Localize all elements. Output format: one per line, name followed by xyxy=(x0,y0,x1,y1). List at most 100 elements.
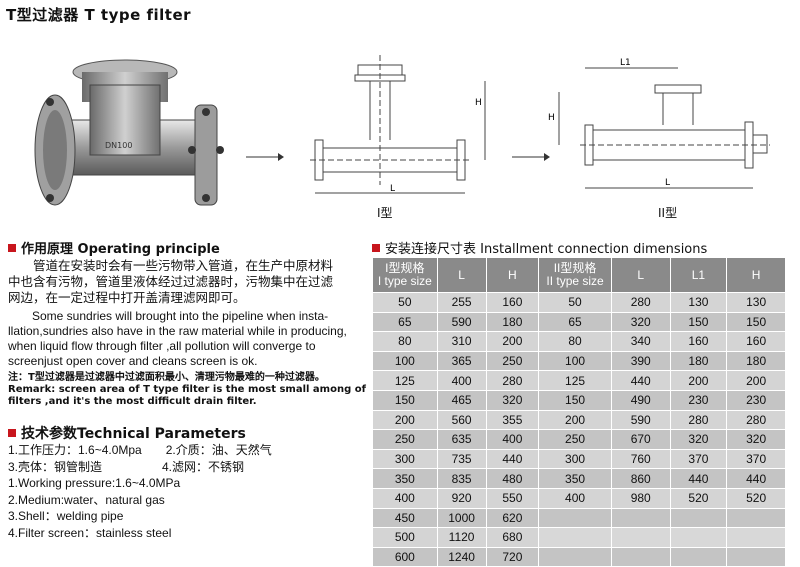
table-header-cell: L xyxy=(610,257,671,293)
table-cell: 250 xyxy=(372,429,438,450)
table-cell: 130 xyxy=(669,292,728,313)
table-cell xyxy=(538,527,612,548)
table-cell: 550 xyxy=(485,487,540,509)
table-cell: 370 xyxy=(726,448,786,470)
table-cell: 350 xyxy=(372,468,438,489)
table-cell: 465 xyxy=(436,389,487,411)
table-cell xyxy=(726,546,786,567)
table-cell: 150 xyxy=(669,311,728,333)
table-cell: 680 xyxy=(485,527,540,548)
table-cell: 180 xyxy=(669,350,728,372)
table-cell: 440 xyxy=(726,468,786,489)
table-cell xyxy=(669,507,728,529)
table-cell: 440 xyxy=(669,468,728,489)
table-cell: 480 xyxy=(485,468,540,489)
table-cell: 80 xyxy=(372,331,438,352)
svg-text:DN100: DN100 xyxy=(105,141,132,150)
table-cell: 520 xyxy=(726,487,786,509)
table-cell: 520 xyxy=(669,487,728,509)
table-cell: 160 xyxy=(669,331,728,352)
table-cell: 280 xyxy=(726,409,786,431)
table-header-cell: I型规格 I type size xyxy=(372,257,438,293)
type2-dim-H: H xyxy=(548,113,555,123)
table-cell: 50 xyxy=(538,292,612,313)
table-cell: 65 xyxy=(538,311,612,333)
flow-arrow-icon xyxy=(512,153,550,161)
bullet-square-icon xyxy=(8,243,16,252)
table-cell: 310 xyxy=(436,331,487,352)
table-cell: 600 xyxy=(372,546,438,567)
table-cell: 590 xyxy=(436,311,487,333)
table-cell: 760 xyxy=(610,448,671,470)
table-cell: 390 xyxy=(610,350,671,372)
table-cell xyxy=(669,527,728,548)
table-cell: 200 xyxy=(538,409,612,431)
table-cell: 365 xyxy=(436,350,487,372)
table-cell: 280 xyxy=(485,370,540,391)
table-cell xyxy=(726,507,786,529)
param-line: 3.壳体：钢管制造 4.滤网：不锈钢 xyxy=(8,459,245,474)
table-cell: 1120 xyxy=(436,527,487,548)
param-line: 4.Filter screen：stainless steel xyxy=(8,525,172,540)
page-title: T型过滤器 T type filter xyxy=(6,6,192,24)
params-list: 1.工作压力：1.6~4.0Mpa 2.介质：油、天然气 3.壳体：钢管制造 4… xyxy=(8,442,368,541)
table-cell: 980 xyxy=(610,487,671,509)
table-cell: 400 xyxy=(436,370,487,391)
table-header-cell: L xyxy=(436,257,487,293)
type2-drawing: L L1 H xyxy=(548,58,770,189)
table-cell: 80 xyxy=(538,331,612,352)
table-cell: 100 xyxy=(538,350,612,372)
table-cell: 300 xyxy=(538,448,612,470)
table-cell: 125 xyxy=(372,370,438,391)
table-cell: 255 xyxy=(436,292,487,313)
table-header-cell: II型规格 II type size xyxy=(538,257,612,293)
table-cell: 440 xyxy=(485,448,540,470)
table-cell: 620 xyxy=(485,507,540,529)
principle-cn-text: 管道在安装时会有一些污物带入管道，在生产中原材料 中也含有污物，管道里液体经过过… xyxy=(8,258,334,305)
table-cell: 180 xyxy=(485,311,540,333)
table-cell: 280 xyxy=(610,292,671,313)
table-cell: 1240 xyxy=(436,546,487,567)
table-cell: 200 xyxy=(669,370,728,391)
table-header-cell: L1 xyxy=(669,257,728,293)
table-cell: 150 xyxy=(726,311,786,333)
param-line: 2.Medium:water、natural gas xyxy=(8,492,165,507)
table-cell: 590 xyxy=(610,409,671,431)
table-cell: 400 xyxy=(372,487,438,509)
params-heading: 技术参数Technical Parameters xyxy=(8,423,246,443)
table-cell: 160 xyxy=(485,292,540,313)
table-cell: 370 xyxy=(669,448,728,470)
table-cell: 280 xyxy=(669,409,728,431)
table-cell: 130 xyxy=(726,292,786,313)
table-cell: 230 xyxy=(726,389,786,411)
table-cell: 320 xyxy=(669,429,728,450)
table-cell xyxy=(610,546,671,567)
table-cell xyxy=(538,546,612,567)
principle-heading: 作用原理 Operating principle xyxy=(8,238,220,257)
type1-dim-L: L xyxy=(390,184,395,194)
table-cell: 920 xyxy=(436,487,487,509)
table-cell: 490 xyxy=(610,389,671,411)
table-cell: 250 xyxy=(538,429,612,450)
table-cell: 440 xyxy=(610,370,671,391)
bullet-square-icon xyxy=(372,243,380,252)
table-cell: 160 xyxy=(726,331,786,352)
table-cell: 320 xyxy=(485,389,540,411)
table-cell: 320 xyxy=(726,429,786,450)
table-cell: 835 xyxy=(436,468,487,489)
table-cell: 250 xyxy=(485,350,540,372)
table-cell: 320 xyxy=(610,311,671,333)
table-cell xyxy=(538,507,612,529)
table-cell: 450 xyxy=(372,507,438,529)
